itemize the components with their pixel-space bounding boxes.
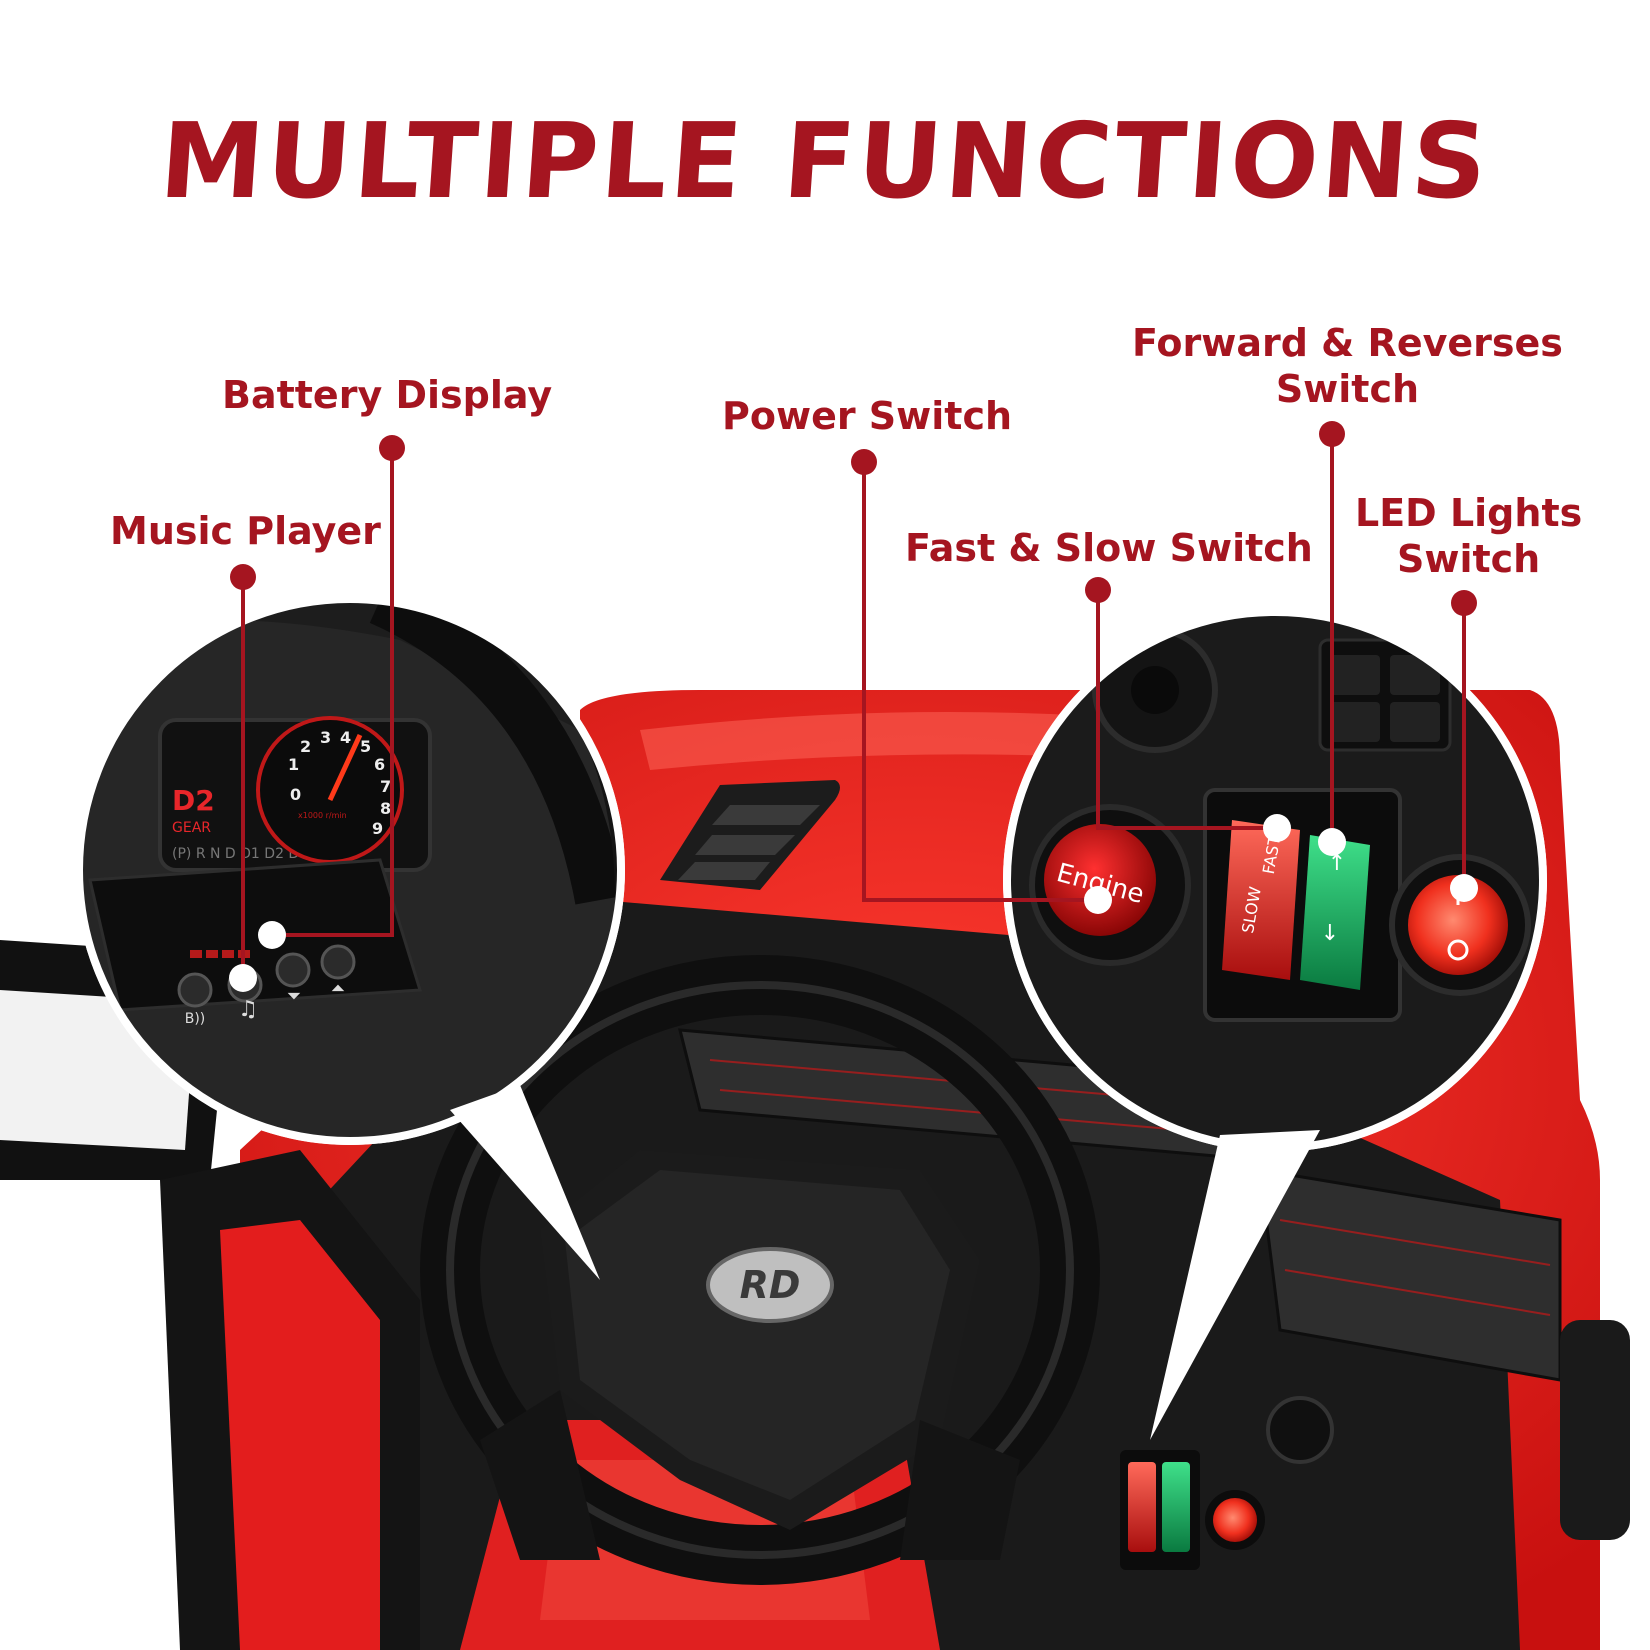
reverse-arrow-icon: ↓ — [1321, 921, 1339, 946]
callout-fast-slow — [1085, 577, 1291, 842]
zoom-circle-cluster: D2 GEAR (P) R N D D1 D2 D3 0 1 2 3 4 5 6… — [75, 595, 625, 1280]
callout-led — [1450, 590, 1478, 902]
tach-4: 4 — [340, 728, 351, 747]
label-led-lights: LED Lights Switch — [1355, 491, 1583, 581]
tach-8: 8 — [380, 799, 391, 818]
door-frame — [160, 1150, 420, 1650]
tach-0: 0 — [290, 785, 301, 804]
bluetooth-button[interactable] — [177, 972, 213, 1008]
console-switches — [1120, 1396, 1334, 1570]
callout-forward-reverse — [1318, 421, 1346, 856]
tach-7: 7 — [380, 777, 391, 796]
callout-power — [851, 449, 1112, 914]
bluetooth-icon: B)) — [185, 1011, 206, 1027]
rpm-unit: x1000 r/min — [298, 811, 347, 820]
led-lights-switch[interactable] — [1389, 854, 1531, 996]
callout-battery — [258, 435, 405, 949]
volume-up-icon: ⏶ — [331, 978, 345, 999]
music-note-icon: ♫ — [238, 997, 258, 1022]
led-off-icon — [1447, 939, 1469, 961]
gear-word: GEAR — [172, 820, 211, 836]
forward-reverse-switch[interactable]: ↑ ↓ — [1300, 835, 1370, 990]
tach-needle — [327, 733, 363, 802]
volume-down-icon: ⏷ — [287, 986, 301, 1007]
gear-row: (P) R N D D1 D2 D3 — [172, 846, 308, 862]
steering-logo: RD — [740, 1263, 801, 1307]
label-fast-slow: Fast & Slow Switch — [905, 526, 1313, 570]
tachometer: 0 1 2 3 4 5 6 7 8 9 x1000 r/min — [256, 716, 404, 864]
callout-music — [229, 564, 257, 992]
tach-1: 1 — [288, 755, 299, 774]
tach-9: 9 — [372, 819, 383, 838]
tach-6: 6 — [374, 755, 385, 774]
forward-arrow-icon: ↑ — [1328, 851, 1346, 876]
hood-vent — [660, 780, 840, 890]
label-forward-reverses: Forward & Reverses Switch — [1132, 321, 1563, 411]
tach-5: 5 — [360, 737, 371, 756]
engine-button[interactable]: Engine — [1029, 804, 1191, 966]
label-music-player: Music Player — [110, 509, 381, 553]
tach-3: 3 — [320, 728, 331, 747]
volume-down-button[interactable] — [275, 952, 311, 988]
label-battery-display: Battery Display — [222, 373, 553, 417]
music-panel: B)) ♫ ⏷ ⏶ — [88, 858, 422, 1027]
label-power-switch: Power Switch — [722, 394, 1013, 438]
steering-wheel: RD — [420, 955, 1100, 1585]
volume-up-button[interactable] — [320, 944, 356, 980]
fast-slow-switch[interactable]: FAST SLOW — [1222, 820, 1300, 980]
tach-2: 2 — [300, 737, 311, 756]
gear-badge: D2 — [172, 784, 215, 817]
